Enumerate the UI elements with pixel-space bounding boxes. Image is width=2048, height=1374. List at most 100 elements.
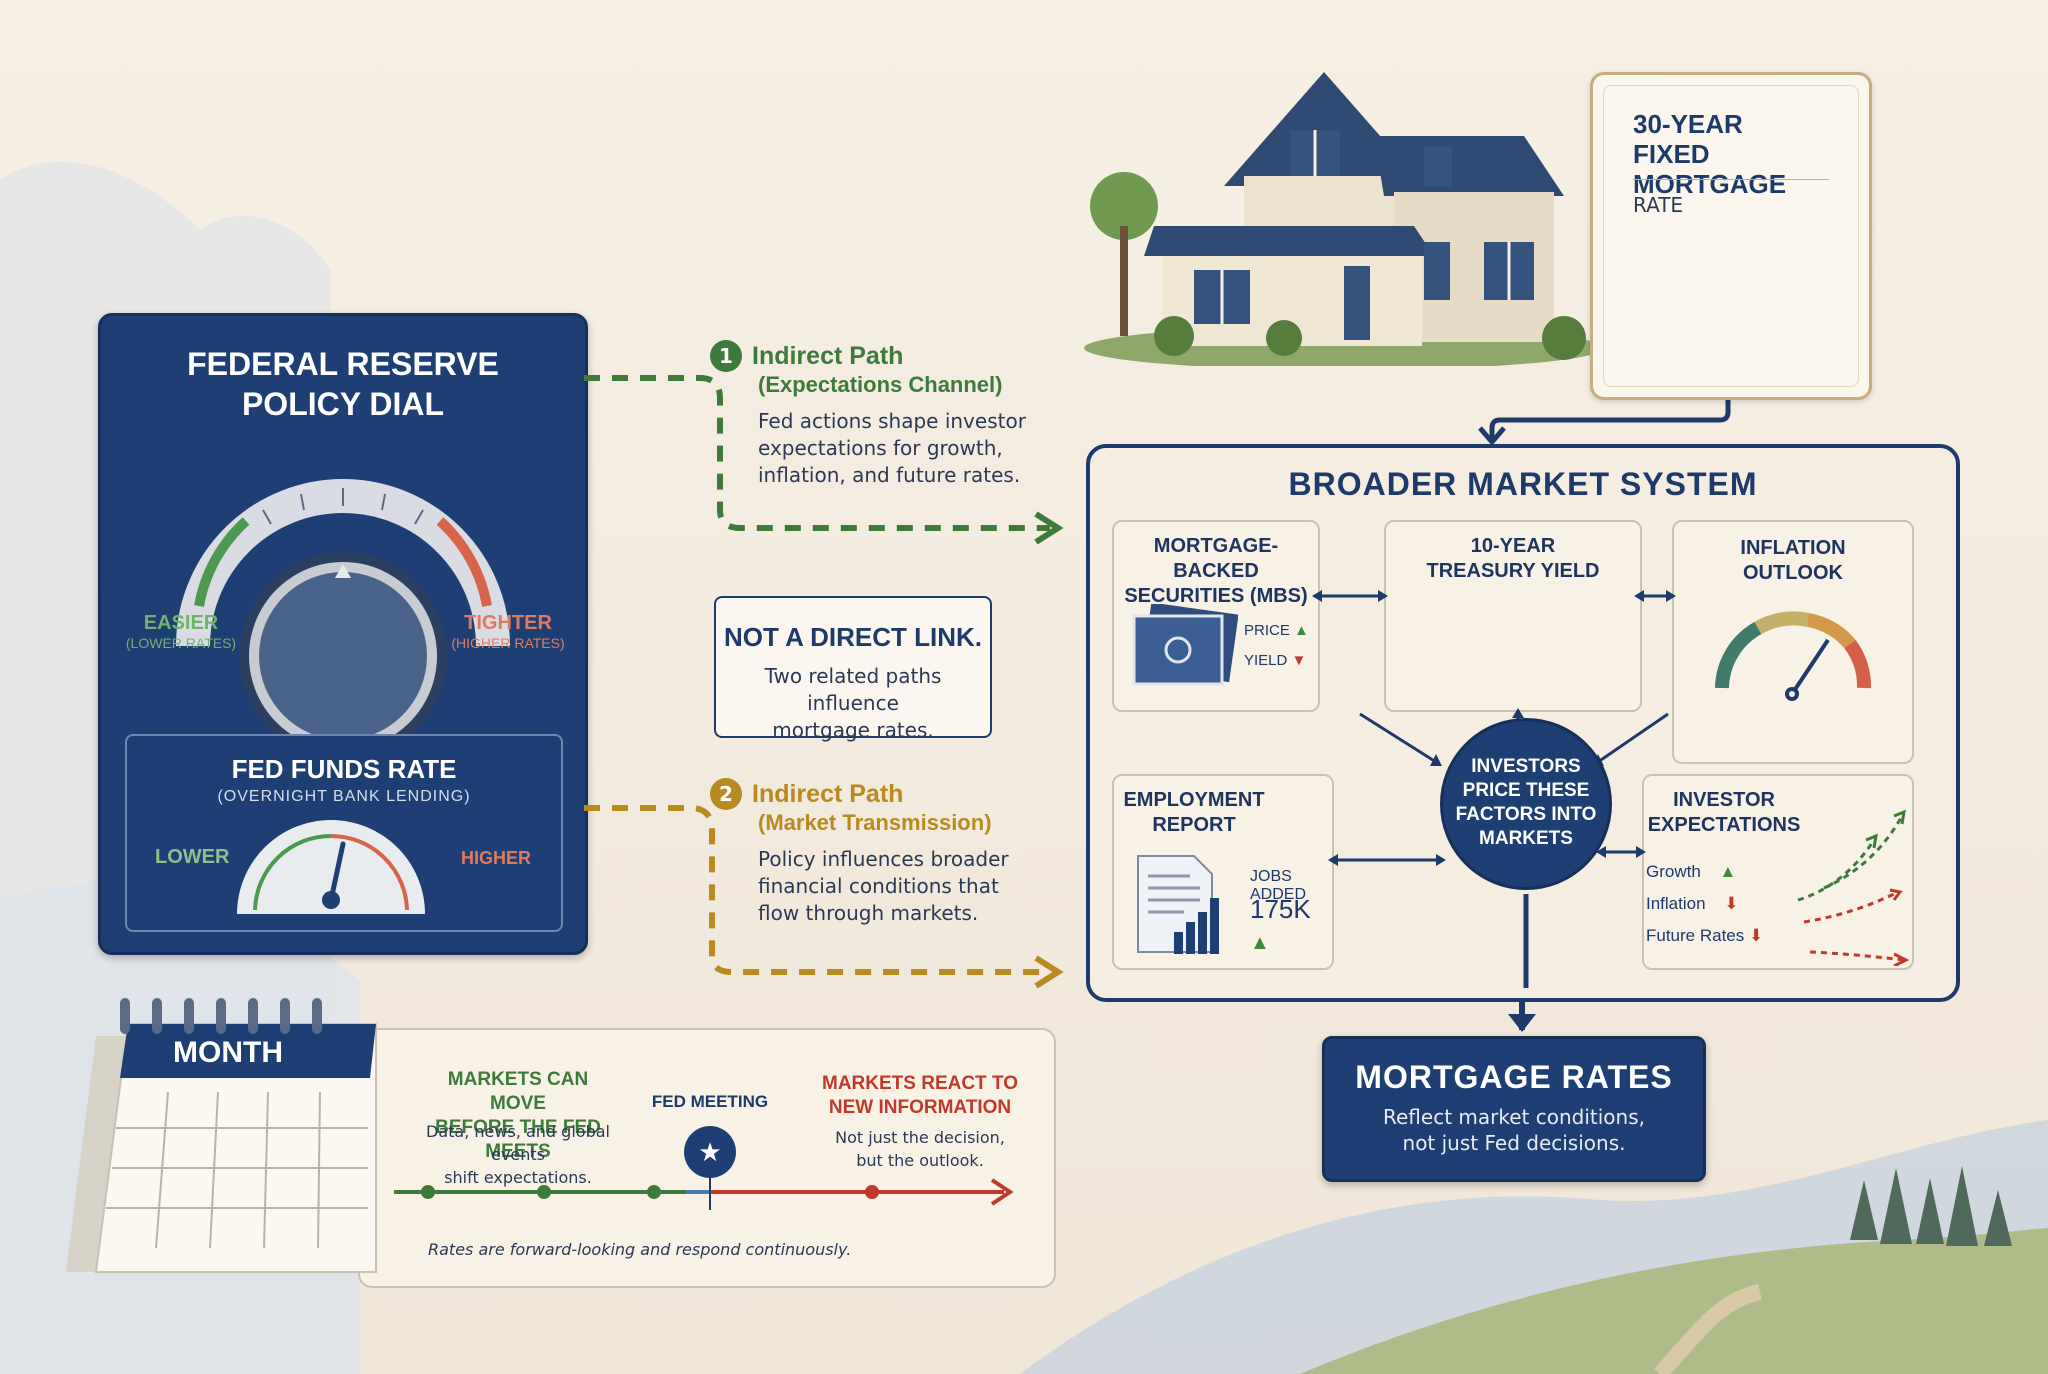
fed-funds-gauge-icon — [237, 820, 425, 914]
fed-meeting-label: FED MEETING — [651, 1092, 769, 1111]
path2-dashed-line — [584, 805, 1050, 975]
fed-title-line2: POLICY DIAL — [241, 386, 445, 422]
mbs-price-label: PRICE — [1244, 622, 1290, 639]
future-rates-label: Future Rates — [1646, 926, 1745, 945]
calendar-month-label: MONTH — [173, 1036, 283, 1069]
timeline-box: MARKETS CAN MOVE BEFORE THE FED MEETS Da… — [358, 1028, 1056, 1288]
path1-arrowhead — [1034, 511, 1064, 545]
easier-text: EASIER — [143, 612, 219, 634]
employment-report-card: EMPLOYMENT REPORT JOBS ADDED 175K ▲ — [1112, 774, 1334, 970]
investors-line4: MARKETS — [1479, 828, 1573, 849]
before-title-1: MARKETS CAN MOVE — [447, 1069, 589, 1114]
timeline-line — [394, 1126, 1014, 1210]
arrow-up-icon: ▲ — [1294, 622, 1309, 639]
path1-body-1: Fed actions shape investor — [758, 409, 1026, 433]
inflation-title-2: OUTLOOK — [1743, 562, 1843, 584]
market-connectors — [1312, 590, 1676, 988]
path1-subtitle: (Expectations Channel) — [758, 372, 1003, 397]
growth-label: Growth — [1646, 862, 1701, 881]
rate-card-connector — [1489, 396, 1731, 440]
arrow-down-icon: ⬇ — [1724, 894, 1739, 913]
jobs-value-text: 175K — [1250, 894, 1311, 924]
easier-label: EASIER (LOWER RATES) — [121, 612, 241, 651]
not-direct-link-box: NOT A DIRECT LINK. Two related paths inf… — [714, 596, 992, 742]
react-title-2: NEW INFORMATION — [828, 1097, 1012, 1118]
securities-certificate-icon — [1132, 604, 1238, 686]
market-title: BROADER MARKET SYSTEM — [1288, 466, 1758, 502]
mortgage-rates-box: MORTGAGE RATES Reflect market conditions… — [1322, 1036, 1706, 1182]
expect-title-2: EXPECTATIONS — [1647, 814, 1801, 836]
star-icon: ★ — [698, 1138, 722, 1168]
path1-title: Indirect Path — [752, 341, 904, 370]
investors-hub: INVESTORS PRICE THESE FACTORS INTO MARKE… — [1440, 718, 1612, 890]
before-title-2: BEFORE THE FED MEETS — [435, 1117, 601, 1162]
path2-subtitle: (Market Transmission) — [758, 810, 992, 835]
inflation-outlook-card: INFLATION OUTLOOK — [1672, 520, 1914, 764]
before-body-1: Data, news, and global events — [426, 1122, 610, 1164]
path2-body-3: flow through markets. — [758, 901, 979, 925]
tighter-label: TIGHTER (HIGHER RATES) — [443, 612, 573, 651]
higher-label: HIGHER — [461, 848, 532, 868]
employment-title-1: EMPLOYMENT — [1123, 789, 1265, 811]
not-direct-title: NOT A DIRECT LINK. — [723, 622, 983, 652]
policy-dial-icon[interactable] — [101, 426, 585, 736]
fed-panel-title: FEDERAL RESERVE POLICY DIAL — [101, 344, 585, 424]
inflation-row: Inflation ⬇ — [1646, 894, 1739, 914]
broader-market-system: BROADER MARKET SYSTEM MORTGAGE-BACKED SE… — [1086, 444, 1960, 1002]
path1-number-badge: 1 — [710, 340, 742, 372]
path1-annotation: 1 Indirect Path (Expectations Channel) F… — [710, 340, 1070, 489]
fed-funds-rate-box: FED FUNDS RATE (OVERNIGHT BANK LENDING) … — [125, 734, 563, 932]
not-direct-line1: Two related paths influence — [764, 664, 942, 715]
mortgage-rates-title: MORTGAGE RATES — [1355, 1059, 1673, 1095]
rate-card-title-2: FIXED MORTGAGE — [1633, 139, 1787, 199]
tighter-sub: (HIGHER RATES) — [451, 635, 565, 651]
lower-label: LOWER — [155, 846, 230, 868]
trend-arrows-icon — [1797, 809, 1910, 966]
thirty-year-rate-card: 30-YEAR FIXED MORTGAGE RATE — [1590, 72, 1872, 400]
path2-body-1: Policy influences broader — [758, 847, 1009, 871]
rate-card-label: RATE — [1633, 193, 1684, 217]
employment-title-2: REPORT — [1152, 814, 1236, 836]
path1-dashed-line — [584, 375, 1050, 531]
mbs-yield-label: YIELD — [1244, 652, 1288, 669]
react-body-1: Not just the decision, — [835, 1128, 1005, 1147]
treasury-title-1: 10-YEAR — [1470, 535, 1556, 557]
arrow-down-icon: ▼ — [1291, 652, 1307, 669]
mbs-card: MORTGAGE-BACKED SECURITIES (MBS) PRICE ▲… — [1112, 520, 1320, 712]
tighter-text: TIGHTER — [464, 612, 552, 634]
fed-funds-sub: (OVERNIGHT BANK LENDING) — [217, 788, 471, 805]
not-direct-line2: mortgage rates. — [772, 718, 934, 742]
fed-title-line1: FEDERAL RESERVE — [187, 346, 499, 382]
future-rates-row: Future Rates ⬇ — [1646, 926, 1763, 946]
path2-body-2: financial conditions that — [758, 874, 999, 898]
mbs-title-2: SECURITIES (MBS) — [1124, 585, 1308, 607]
arrow-down-icon: ⬇ — [1749, 926, 1764, 945]
path2-number-badge: 2 — [710, 778, 742, 810]
timeline-footer: Rates are forward-looking and respond co… — [428, 1240, 852, 1259]
report-document-icon — [1137, 855, 1219, 954]
investors-line3: FACTORS INTO — [1455, 804, 1597, 825]
inflation-gauge-icon — [1715, 611, 1871, 701]
before-body-2: shift expectations. — [444, 1168, 592, 1187]
house-illustration — [1084, 72, 1604, 366]
react-title-1: MARKETS REACT TO — [822, 1073, 1018, 1094]
investors-line2: PRICE THESE — [1462, 780, 1590, 801]
treasury-title-2: TREASURY YIELD — [1426, 560, 1600, 582]
mortgage-rates-line2: not just Fed decisions. — [1402, 1131, 1626, 1155]
path2-arrowhead — [1034, 955, 1064, 989]
expect-title-1: INVESTOR — [1673, 789, 1775, 811]
rate-card-title-1: 30-YEAR — [1633, 109, 1743, 139]
path1-body-3: inflation, and future rates. — [758, 463, 1021, 487]
path2-title: Indirect Path — [752, 779, 904, 808]
fed-policy-panel: FEDERAL RESERVE POLICY DIAL EASIER (LOWE… — [98, 313, 588, 955]
path2-annotation: 2 Indirect Path (Market Transmission) Po… — [710, 778, 1070, 927]
treasury-yield-card: 10-YEAR TREASURY YIELD — [1384, 520, 1642, 712]
fed-funds-title: FED FUNDS RATE — [231, 754, 457, 784]
calendar-icon — [66, 998, 377, 1273]
mbs-price: PRICE ▲ — [1244, 622, 1309, 639]
investor-expectations-card: INVESTOR EXPECTATIONS Growth ▲ Inflation… — [1642, 774, 1914, 970]
react-body-2: but the outlook. — [856, 1151, 984, 1170]
mortgage-rates-line1: Reflect market conditions, — [1383, 1105, 1645, 1129]
growth-row: Growth ▲ — [1646, 862, 1736, 882]
jobs-added-label: JOBS ADDED — [1250, 868, 1307, 903]
